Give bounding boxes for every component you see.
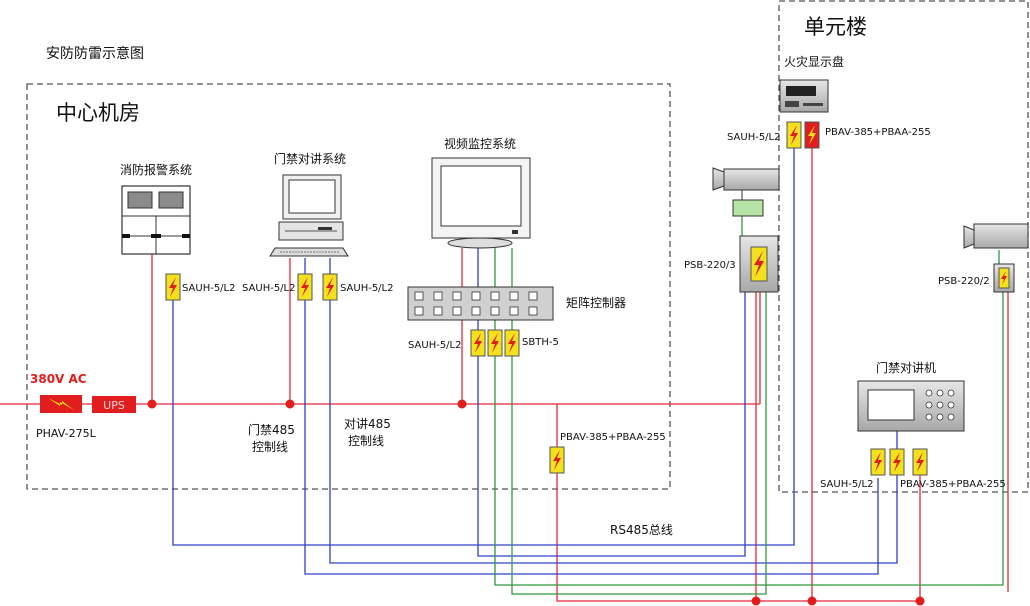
- access-surge-protector-2: [322, 273, 338, 301]
- voltage-label: 380V AC: [30, 372, 87, 386]
- fire-protector-label: SAUH-5/L2: [182, 283, 236, 294]
- center-room-frame: [26, 83, 671, 490]
- fire-blue-line: [172, 148, 795, 546]
- power-arrester-label: PHAV-275L: [36, 427, 97, 440]
- unit-fire-protector-1: [786, 121, 802, 149]
- video-protector-label: SAUH-5/L2: [408, 340, 462, 351]
- intercom-protector-3: [912, 448, 928, 476]
- video-system-label: 视频监控系统: [444, 136, 516, 151]
- sbth-label: SBTH-5: [522, 337, 559, 348]
- psb-220-3-box: [739, 235, 779, 293]
- fire-alarm-panel-icon: [121, 185, 191, 255]
- matrix-controller-label: 矩阵控制器: [566, 296, 626, 310]
- power-arrester: [40, 395, 82, 413]
- diagram-title: 安防防雷示意图: [46, 45, 144, 62]
- access-485-label-b: 控制线: [252, 440, 288, 454]
- junction-dots: [147, 399, 925, 606]
- psb-220-2-label: PSB-220/2: [938, 276, 990, 287]
- matrix-controller-icon: [407, 286, 554, 321]
- access-surge-protector-1: [297, 273, 313, 301]
- video-surge-protector-2: [487, 329, 503, 357]
- camera-2-icon: [963, 223, 1029, 249]
- rs485-red-bus: [556, 404, 921, 602]
- intercom-label: 门禁对讲机: [876, 360, 936, 375]
- access-protector-label-2: SAUH-5/L2: [340, 283, 394, 294]
- intercom-pbav-label: PBAV-385+PBAA-255: [900, 479, 1006, 490]
- access-computer-icon: [269, 174, 349, 257]
- wires: [0, 148, 1009, 602]
- fire-surge-protector: [165, 273, 181, 301]
- video-green-line-1: [494, 248, 1004, 586]
- access-blue-line: [304, 258, 879, 575]
- video-surge-protector-3: [504, 329, 520, 357]
- access-system-label: 门禁对讲系统: [274, 151, 346, 166]
- fire-display-label: 火灾显示盘: [784, 54, 844, 69]
- intercom-protector-1: [870, 448, 886, 476]
- fire-display-panel-icon: [779, 79, 829, 113]
- camera-1-icon: [712, 167, 780, 217]
- unit-fire-sauh-label: SAUH-5/L2: [727, 132, 781, 143]
- fire-system-label: 消防报警系统: [120, 162, 192, 177]
- intercom-sauh-label: SAUH-5/L2: [820, 479, 874, 490]
- intercom-485-label-a: 对讲485: [344, 416, 391, 431]
- video-surge-protector-1: [470, 329, 486, 357]
- center-pbav-label: PBAV-385+PBAA-255: [560, 432, 666, 443]
- rs485-bus-label: RS485总线: [610, 523, 673, 537]
- psb-220-2-box: [993, 263, 1015, 293]
- intercom-panel-icon: [857, 380, 965, 432]
- video-monitor-icon: [431, 157, 531, 249]
- psb-220-3-label: PSB-220/3: [684, 260, 736, 271]
- access-protector-label-1: SAUH-5/L2: [242, 283, 296, 294]
- access-blue-line-2: [329, 258, 898, 564]
- ups-label: UPS: [103, 399, 125, 412]
- access-485-label-a: 门禁485: [248, 422, 295, 437]
- intercom-485-label-b: 控制线: [348, 434, 384, 448]
- video-green-line-2: [511, 248, 767, 595]
- unit-fire-pbav-label: PBAV-385+PBAA-255: [825, 127, 931, 138]
- zone-center-label: 中心机房: [56, 101, 140, 125]
- video-blue-line: [477, 248, 746, 557]
- ups-box: UPS: [92, 396, 136, 413]
- unit-fire-protector-2: [804, 121, 820, 149]
- center-pbav-protector: [549, 446, 565, 474]
- zone-unit-label: 单元楼: [804, 15, 867, 39]
- intercom-protector-2: [889, 448, 905, 476]
